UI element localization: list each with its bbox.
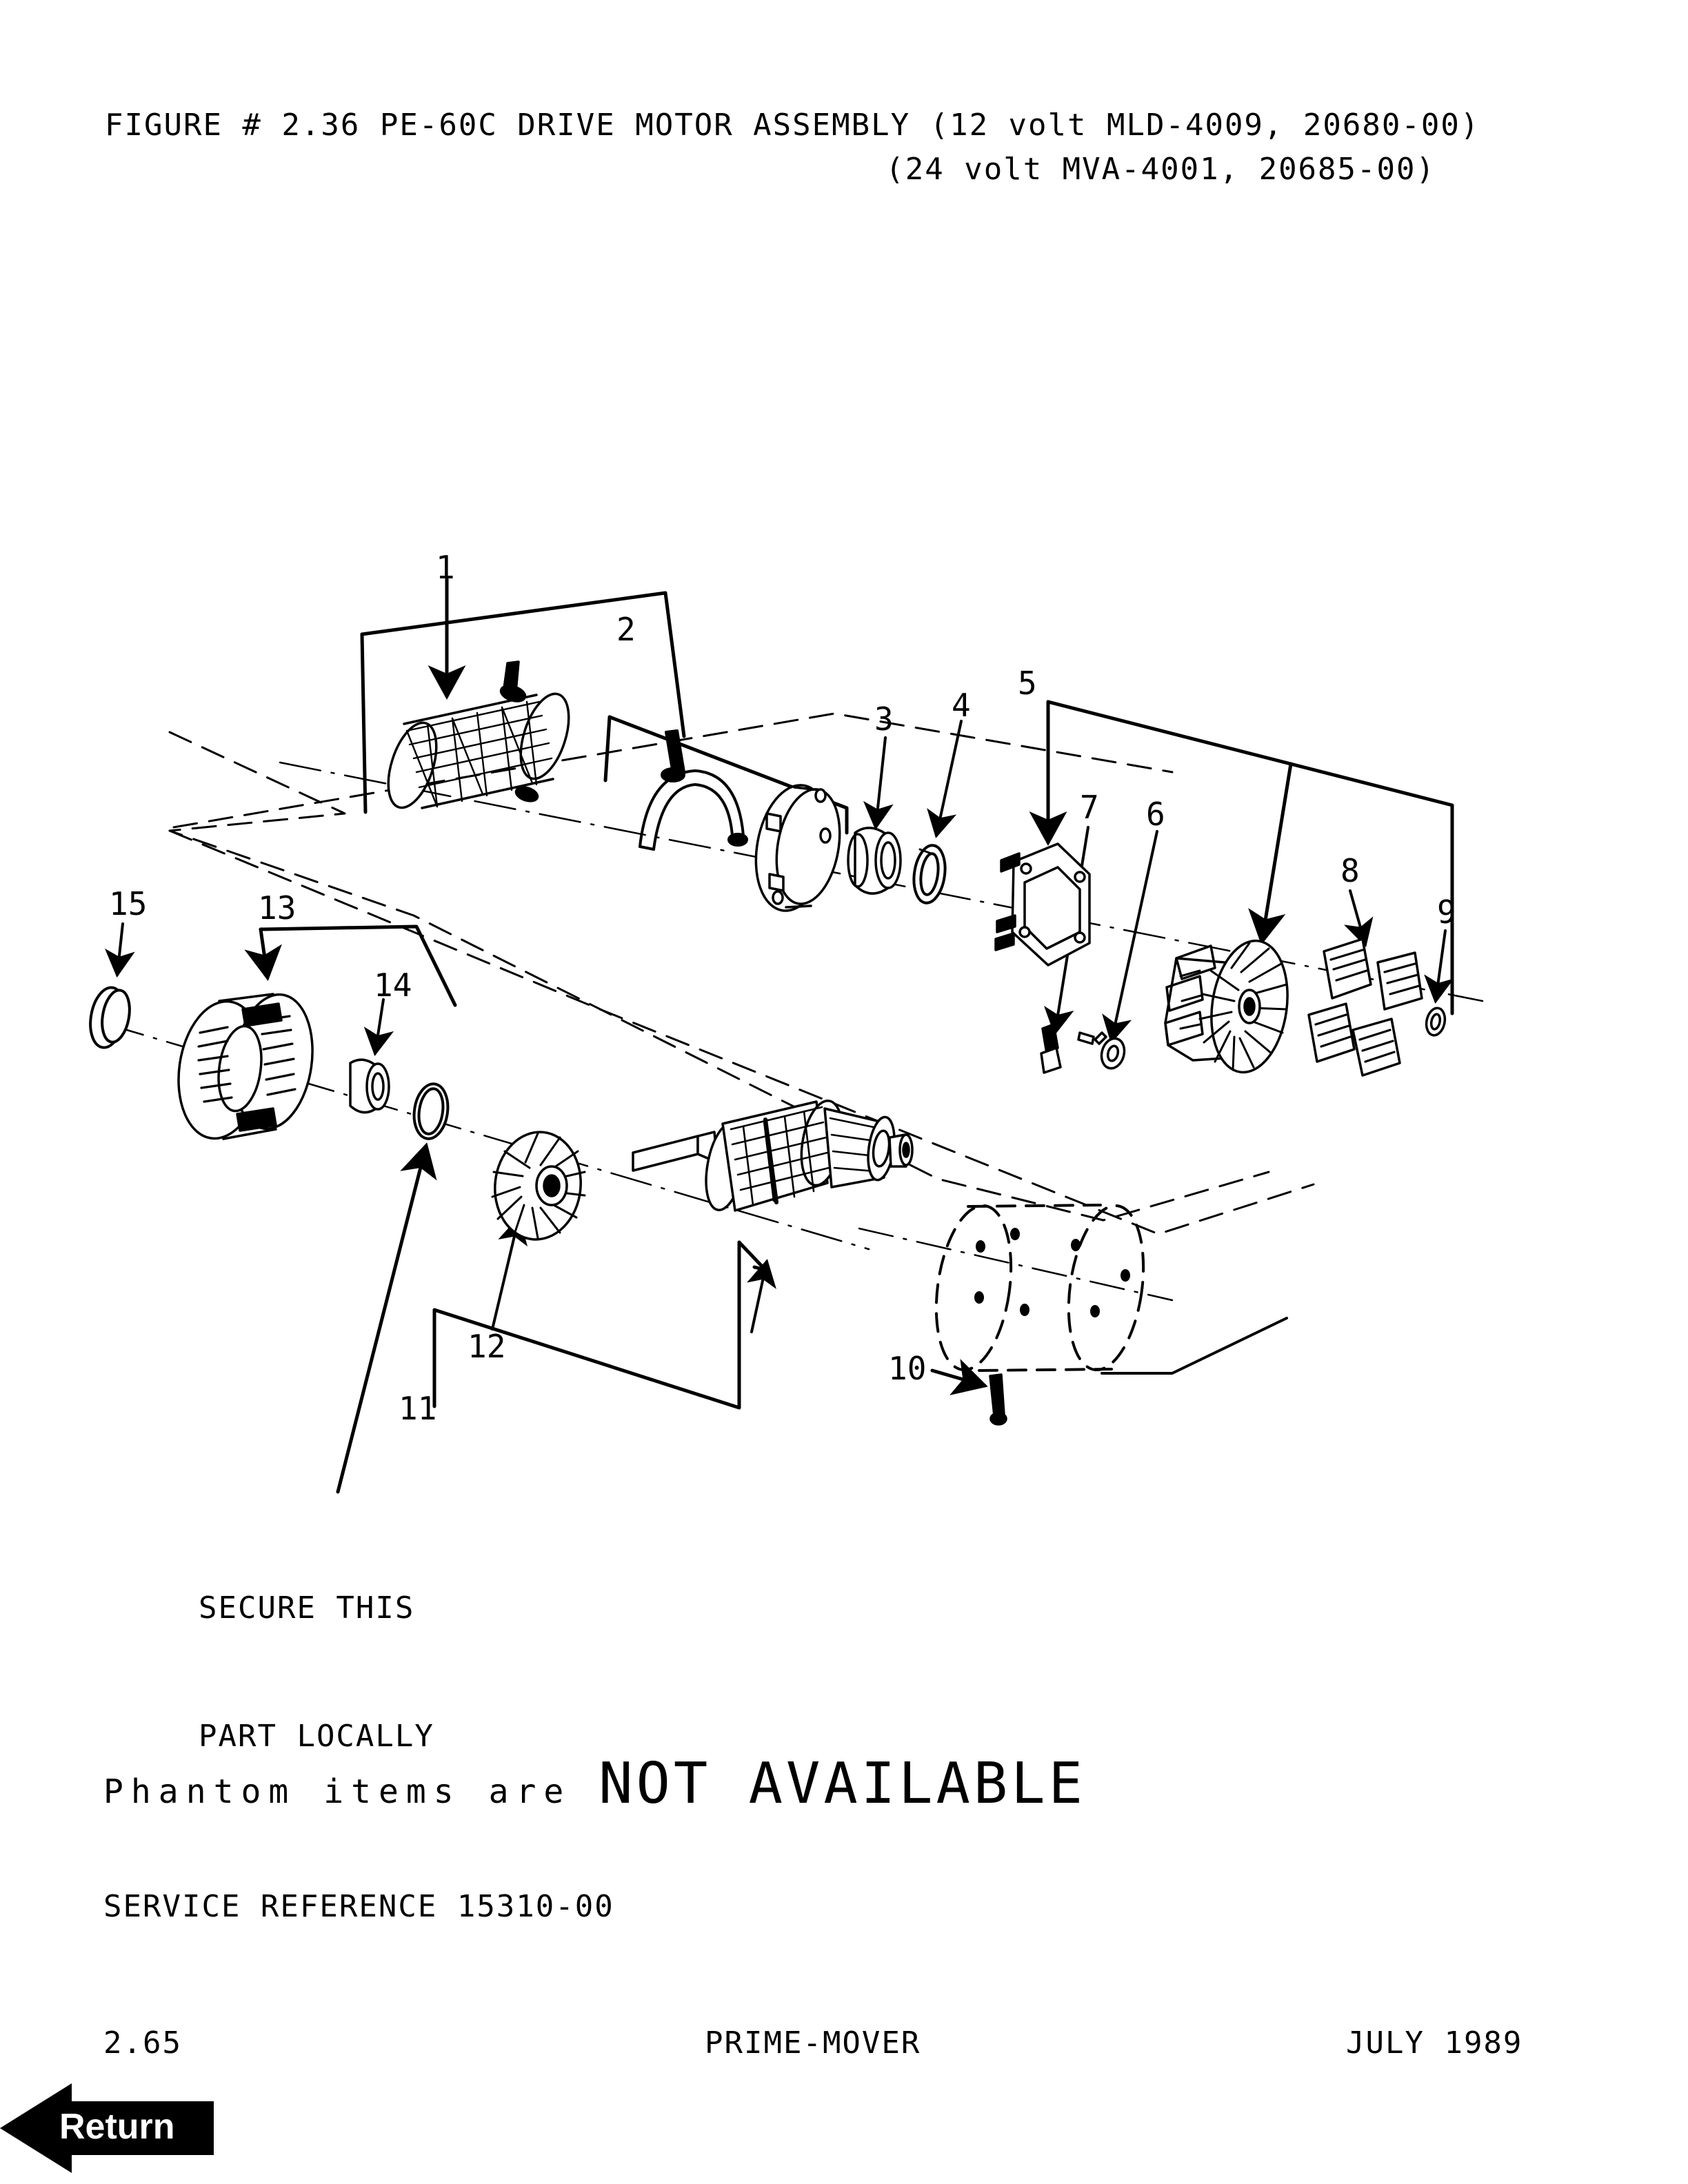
part-field-coil-stator <box>177 993 314 1140</box>
callout-2: 2 <box>616 611 636 648</box>
footer-center-label: PRIME-MOVER <box>705 2025 921 2061</box>
callout-1: 1 <box>436 549 455 586</box>
part-bearing <box>847 827 902 895</box>
part-armature-assembly <box>632 1099 914 1212</box>
secure-locally-note: SECURE THIS PART LOCALLY <box>199 1502 434 1801</box>
callout-14: 14 <box>374 967 412 1004</box>
footer-date: JULY 1989 <box>1346 2025 1523 2061</box>
part-terminal-ring-lug <box>1077 1031 1126 1070</box>
part-brush-spring-clip <box>639 729 748 851</box>
phantom-note-prefix: Phantom items are <box>103 1772 599 1811</box>
phantom-availability-note: Phantom items are NOT AVAILABLE <box>103 1751 1086 1817</box>
part-brush-holder-fan <box>1164 939 1289 1074</box>
part-mounting-bracket-plate <box>994 842 1091 967</box>
secure-locally-line-2: PART LOCALLY <box>199 1719 434 1754</box>
part-retainer-washer <box>912 844 947 904</box>
return-arrow-icon <box>0 2083 214 2173</box>
callout-12: 12 <box>468 1328 506 1365</box>
part-fan <box>491 1131 586 1241</box>
figure-title-line-1: FIGURE # 2.36 PE-60C DRIVE MOTOR ASSEMBL… <box>105 108 1480 143</box>
service-reference-note: SERVICE REFERENCE 15310-00 <box>103 1889 614 1924</box>
callout-15: 15 <box>109 885 148 922</box>
part-bushing <box>349 1058 390 1114</box>
part-end-cap-ring <box>754 784 841 912</box>
part-screw <box>989 1373 1007 1426</box>
part-carbon-brush-set <box>1307 938 1423 1077</box>
callout-13: 13 <box>258 889 297 927</box>
part-armature-coil <box>387 660 570 809</box>
callout-7: 7 <box>1080 789 1099 826</box>
callout-4: 4 <box>952 687 971 724</box>
figure-title-block: FIGURE # 2.36 PE-60C DRIVE MOTOR ASSEMBL… <box>0 103 1489 192</box>
callout-3: 3 <box>874 700 894 738</box>
callout-8: 8 <box>1340 852 1360 889</box>
part-end-washer <box>1425 1007 1447 1037</box>
callout-6: 6 <box>1146 796 1165 833</box>
phantom-drum <box>934 1204 1145 1372</box>
callout-10: 10 <box>888 1350 927 1387</box>
callout-9: 9 <box>1437 893 1456 931</box>
figure-title-line-2: (24 volt MVA-4001, 20685-00) <box>885 152 1436 187</box>
footer-page-number: 2.65 <box>103 2025 182 2061</box>
phantom-note-emphasis: NOT AVAILABLE <box>599 1751 1086 1817</box>
callout-11: 11 <box>399 1390 437 1427</box>
callout-5: 5 <box>1018 665 1037 702</box>
return-button[interactable] <box>0 2083 228 2173</box>
part-terminal-lead-square <box>1040 1023 1062 1074</box>
secure-locally-line-1: SECURE THIS <box>199 1590 415 1626</box>
page-footer: 2.65 PRIME-MOVER JULY 1989 <box>0 2025 1688 2067</box>
part-thrust-washer-ring <box>412 1082 450 1140</box>
phantom-drum-holes <box>974 1228 1130 1317</box>
part-seal-ring <box>89 986 131 1049</box>
